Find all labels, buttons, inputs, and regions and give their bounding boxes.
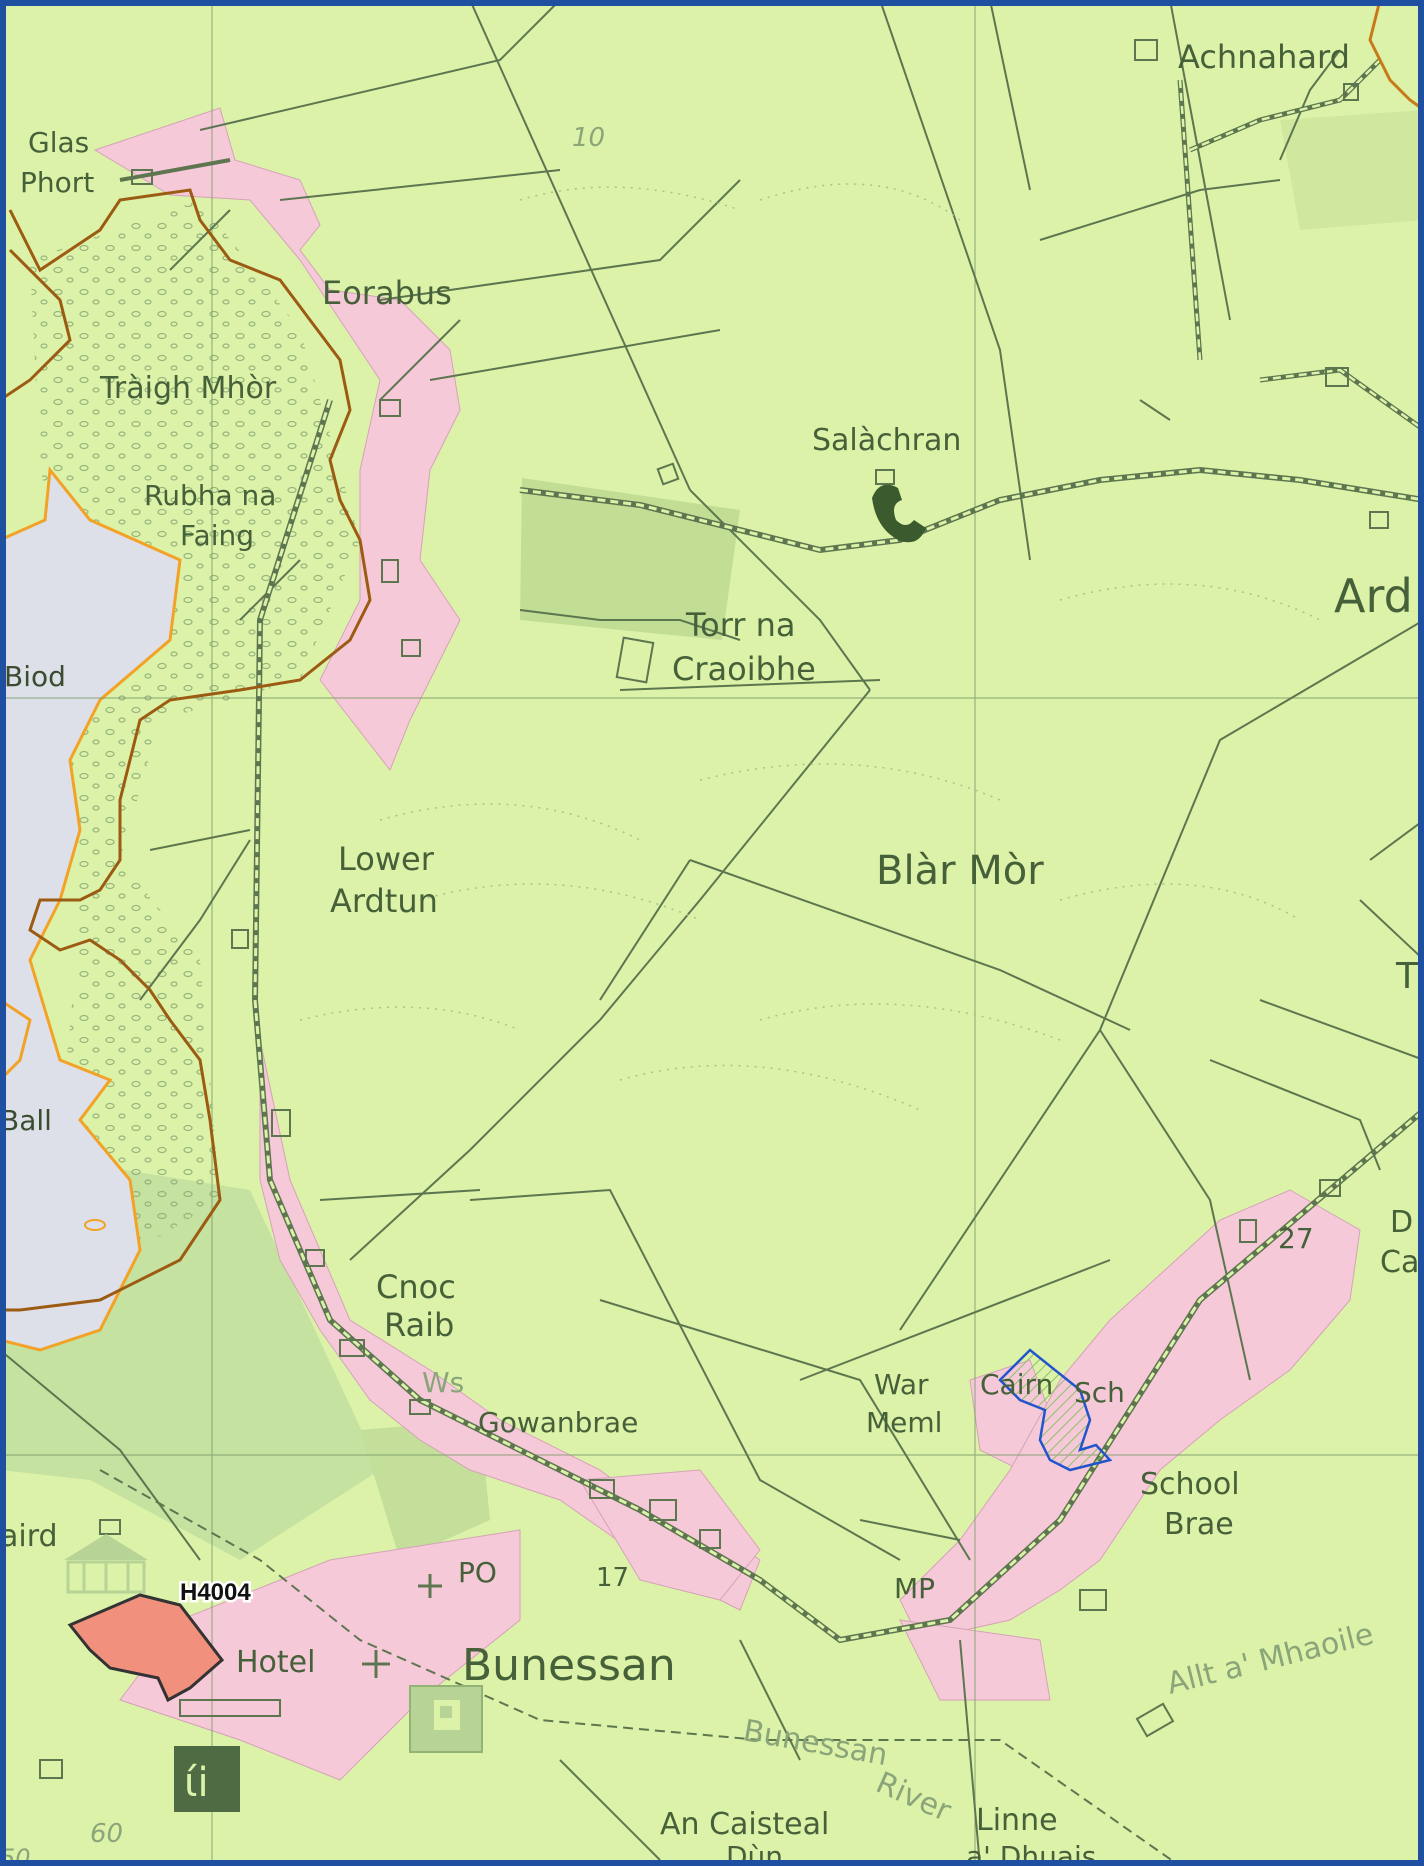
label-eorabus: Eorabus <box>322 274 452 312</box>
label-blar-mor: Blàr Mòr <box>876 848 1044 894</box>
label-27: 27 <box>1278 1222 1314 1255</box>
boundary-line-west <box>0 248 72 402</box>
coast-inlet <box>0 998 32 1082</box>
label-raib: Raib <box>384 1306 454 1344</box>
museum-icon <box>64 1534 148 1594</box>
label-phort: Phort <box>20 166 94 199</box>
label-hotel: Hotel <box>236 1645 315 1680</box>
label-po: PO <box>458 1556 497 1589</box>
small-pool <box>84 1219 106 1231</box>
label-ard-partial: Ard <box>1334 569 1413 623</box>
svg-text:ίi: ίi <box>184 1760 209 1806</box>
label-d-partial: D <box>1390 1205 1413 1240</box>
label-glas: Glas <box>28 126 89 159</box>
labels: Glas Phort Eorabus Tràigh Mhòr Rubha na … <box>0 38 1419 1866</box>
label-mp: MP <box>894 1572 935 1605</box>
dune-areas <box>30 200 360 1260</box>
label-craoibhe: Craoibhe <box>672 650 816 688</box>
label-brae: Brae <box>1164 1507 1234 1542</box>
buildings <box>39 39 1389 1779</box>
label-war: War <box>874 1368 929 1401</box>
parking-icon <box>409 1685 483 1753</box>
label-lower: Lower <box>338 840 435 878</box>
boundary-line <box>0 188 372 1312</box>
roads <box>99 58 1424 1866</box>
label-ball: Ball <box>0 1104 52 1137</box>
tourist-information-icon: ίi <box>174 1746 240 1812</box>
label-traigh-mhor: Tràigh Mhòr <box>99 371 277 406</box>
label-gowanbrae: Gowanbrae <box>478 1406 638 1439</box>
church-cross-icon <box>362 1650 390 1678</box>
label-faing: Faing <box>180 519 254 552</box>
boundary-line-ne <box>1368 0 1424 112</box>
label-meml: Meml <box>866 1406 942 1439</box>
label-bunessan: Bunessan <box>462 1640 676 1691</box>
site-h4004-polygon <box>67 1593 225 1703</box>
label-salachran: Salàchran <box>812 423 961 458</box>
label-ardtun: Ardtun <box>330 882 438 920</box>
hatched-site <box>998 1348 1113 1472</box>
label-biod: Biod <box>4 660 66 693</box>
site-label-h4004: H4004 <box>180 1579 251 1606</box>
loch-water <box>0 466 182 1352</box>
dismantled-railway <box>0 1349 201 1561</box>
label-spot-10: 10 <box>572 123 605 153</box>
label-ws: Ws <box>422 1366 464 1399</box>
label-school: School <box>1140 1467 1240 1502</box>
label-spot-60: 60 <box>90 1819 123 1849</box>
telephone-icon <box>872 484 926 543</box>
label-rubha-na: Rubha na <box>144 479 276 512</box>
label-linne: Linne <box>976 1803 1058 1838</box>
label-t-partial: T <box>1395 956 1419 997</box>
label-cnoc: Cnoc <box>376 1268 456 1306</box>
label-sch: Sch <box>1074 1376 1125 1409</box>
label-ca-partial: Ca <box>1380 1245 1419 1280</box>
label-achnahard: Achnahard <box>1178 38 1350 76</box>
label-cairn: Cairn <box>980 1368 1053 1401</box>
contour-marks <box>299 183 1321 1111</box>
field-boundaries <box>139 0 1424 1866</box>
church-cross-icon <box>418 1574 442 1598</box>
label-an-caisteal: An Caisteal <box>660 1807 829 1842</box>
label-torr-na: Torr na <box>685 606 796 644</box>
label-aird-partial: aird <box>0 1519 58 1554</box>
label-17: 17 <box>596 1563 629 1593</box>
